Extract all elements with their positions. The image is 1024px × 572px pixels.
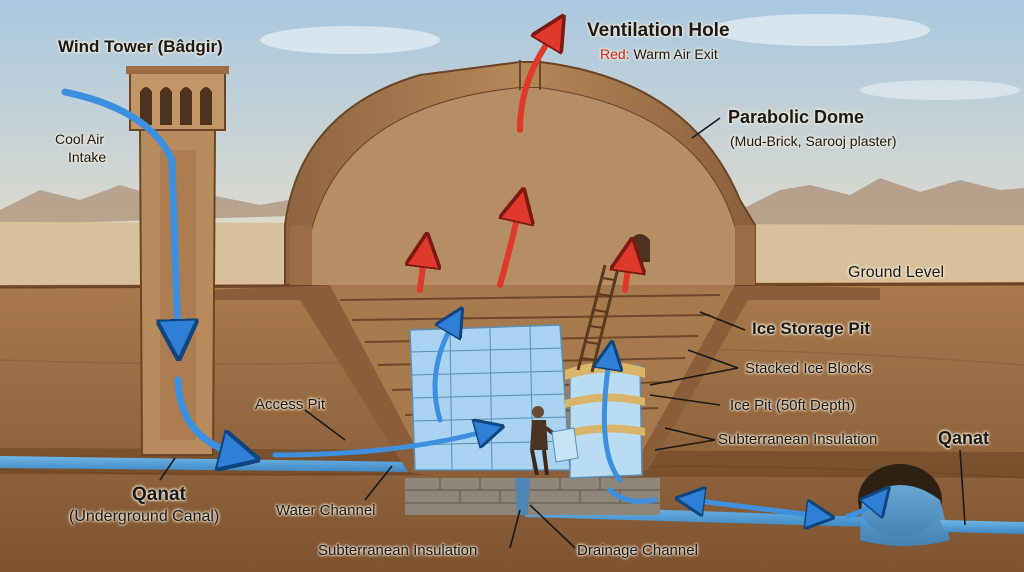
stone-floor bbox=[405, 478, 660, 515]
label-ventilation-hole: Ventilation Hole bbox=[587, 20, 730, 41]
drainage-channel bbox=[515, 478, 530, 515]
stone-floor-joints bbox=[405, 478, 660, 504]
label-warm-air-legend: Red: Warm Air Exit bbox=[600, 46, 718, 62]
legend-red-desc: Warm Air Exit bbox=[633, 46, 718, 62]
label-access-pit: Access Pit bbox=[255, 396, 326, 413]
cloud bbox=[710, 14, 930, 46]
qanat-water-outflow bbox=[940, 520, 1024, 534]
cloud bbox=[260, 26, 440, 54]
label-parabolic-dome: Parabolic Dome bbox=[728, 107, 865, 127]
qanat-water-left bbox=[0, 456, 415, 472]
label-stacked-ice-blocks: Stacked Ice Blocks bbox=[745, 360, 872, 377]
label-cool-air-intake: Intake bbox=[68, 149, 107, 165]
label-qanat-right: Qanat bbox=[938, 428, 990, 448]
label-subterranean-insulation-bottom: Subterranean Insulation bbox=[318, 542, 478, 559]
warm-air-flow bbox=[420, 30, 630, 293]
label-ice-pit-depth: Ice Pit (50ft Depth) bbox=[730, 397, 856, 414]
label-wind-tower: Wind Tower (Bâdgir) bbox=[58, 37, 223, 56]
cloud bbox=[860, 80, 1020, 100]
pit-walls bbox=[210, 285, 880, 490]
label-drainage-channel: Drainage Channel bbox=[577, 542, 698, 559]
ventilation-hole bbox=[519, 60, 541, 90]
label-cool-air: Cool Air bbox=[55, 131, 105, 147]
label-water-channel: Water Channel bbox=[276, 502, 376, 519]
mountains-right bbox=[730, 178, 1024, 232]
worker-figure bbox=[530, 406, 579, 476]
label-ice-storage-pit: Ice Storage Pit bbox=[752, 319, 871, 338]
legend-red-key: Red: bbox=[600, 46, 630, 62]
dome-doorway bbox=[630, 234, 650, 262]
label-dome-material: (Mud-Brick, Sarooj plaster) bbox=[730, 133, 897, 149]
cool-air-flow bbox=[61, 88, 880, 516]
label-subterranean-insulation-right: Subterranean Insulation bbox=[718, 431, 878, 448]
label-ground-level: Ground Level bbox=[848, 264, 945, 281]
label-underground-canal: (Underground Canal) bbox=[69, 508, 220, 525]
label-qanat-left: Qanat bbox=[132, 484, 186, 505]
label-leader-lines bbox=[159, 117, 966, 549]
